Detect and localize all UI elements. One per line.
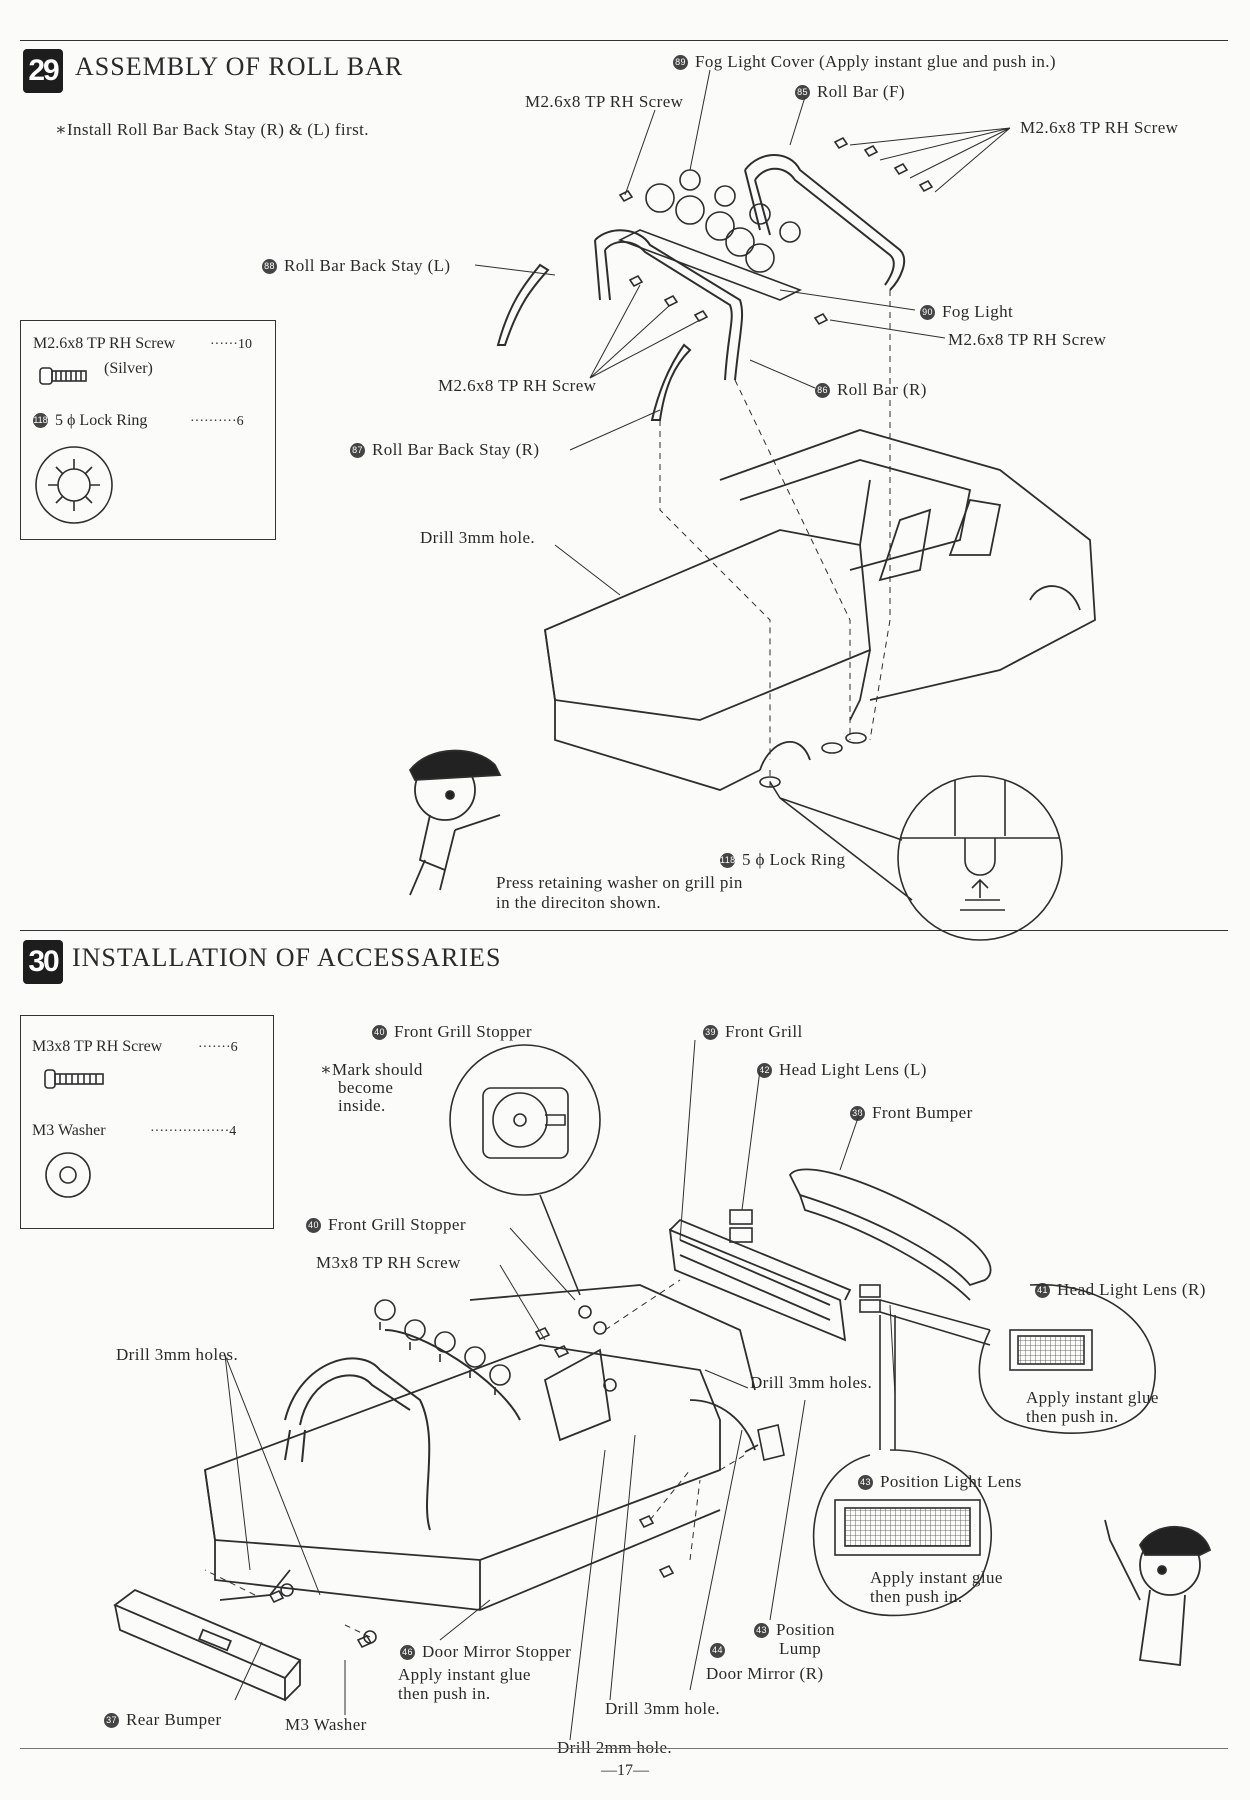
label-drill-2mm: Drill 2mm hole. bbox=[557, 1738, 673, 1757]
label-drill-3mm: Drill 3mm hole. bbox=[605, 1699, 721, 1718]
label-screw-top: M2.6x8 TP RH Screw bbox=[525, 92, 684, 111]
fog-light-installed bbox=[374, 1299, 511, 1395]
position-light-lens-detail-circle bbox=[812, 1315, 993, 1617]
section-rule bbox=[20, 930, 1228, 931]
press-instruction-line2: in the direciton shown. bbox=[496, 893, 662, 912]
parts-box-washer-qty: ·················4 bbox=[150, 1124, 237, 1139]
step-number-badge: 30 bbox=[23, 940, 63, 984]
lock-ring-icon bbox=[35, 446, 113, 524]
label-drill-holes-left: Drill 3mm holes. bbox=[116, 1345, 239, 1364]
head-light-lens-part bbox=[729, 1209, 881, 1313]
rear-bumper-part bbox=[113, 1588, 302, 1702]
label-door-mirror-num: 44 bbox=[710, 1640, 732, 1660]
screw-icon bbox=[618, 136, 934, 326]
mark-note-line3: inside. bbox=[338, 1096, 386, 1115]
label-screw-right: M2.6x8 TP RH Screw bbox=[1020, 118, 1179, 137]
leader-lines bbox=[224, 1039, 896, 1741]
label-screw-center: M2.6x8 TP RH Screw bbox=[438, 376, 597, 395]
parts-box-screw-qty: ······10 bbox=[210, 337, 252, 352]
roll-bar-installed bbox=[284, 1329, 521, 1531]
screw-icon bbox=[39, 367, 87, 385]
apply-glue-ms-line1: Apply instant glue bbox=[398, 1665, 531, 1684]
mascot-character-icon bbox=[408, 749, 502, 896]
apply-glue-r-line2: then push in. bbox=[1026, 1407, 1119, 1426]
m3-washer-icon bbox=[45, 1152, 91, 1198]
pickup-truck-body bbox=[544, 429, 1096, 791]
m3-screw-icon bbox=[44, 1069, 104, 1089]
top-rule bbox=[20, 40, 1228, 41]
roll-bar-r bbox=[594, 229, 744, 381]
label-m3-screw: M3x8 TP RH Screw bbox=[316, 1253, 461, 1272]
lock-ring-part bbox=[759, 732, 867, 788]
label-drill-hole: Drill 3mm hole. bbox=[420, 528, 536, 547]
parts-box-lockring-qty: ··········6 bbox=[190, 414, 244, 429]
parts-box bbox=[20, 1015, 274, 1229]
install-guide-lines bbox=[204, 1279, 746, 1638]
parts-box bbox=[20, 320, 276, 540]
parts-box-m3-screw-label: M3x8 TP RH Screw bbox=[32, 1038, 163, 1055]
mascot-character-icon bbox=[1104, 1519, 1212, 1667]
mark-note-line1: ∗Mark should bbox=[320, 1060, 423, 1079]
apply-glue-ms-line2: then push in. bbox=[398, 1684, 491, 1703]
apply-glue-pos-line2: then push in. bbox=[870, 1587, 963, 1606]
roll-bar-back-stay-l bbox=[496, 263, 550, 346]
mark-note-line2: become bbox=[338, 1078, 394, 1097]
front-grill-part bbox=[668, 1218, 852, 1342]
step-title: ASSEMBLY OF ROLL BAR bbox=[75, 52, 404, 81]
label-drill-holes-right: Drill 3mm holes. bbox=[750, 1373, 873, 1392]
leader-lines bbox=[474, 69, 1011, 596]
press-instruction-line1: Press retaining washer on grill pin bbox=[496, 873, 743, 892]
door-mirror-part bbox=[744, 1424, 785, 1461]
parts-box-m3-screw-qty: ·······6 bbox=[198, 1040, 238, 1055]
bottom-rule bbox=[20, 1748, 1228, 1749]
install-note: ∗Install Roll Bar Back Stay (R) & (L) fi… bbox=[55, 120, 369, 139]
head-light-lens-detail-circle bbox=[879, 1283, 1156, 1434]
page-number: —17— bbox=[601, 1762, 649, 1779]
front-bumper-part bbox=[788, 1168, 992, 1301]
label-screw-fog: M2.6x8 TP RH Screw bbox=[948, 330, 1107, 349]
screw-icon bbox=[268, 1305, 675, 1649]
parts-box-screw-sub: (Silver) bbox=[104, 360, 153, 377]
label-m3-washer: M3 Washer bbox=[285, 1715, 367, 1734]
step-number-badge: 29 bbox=[23, 49, 63, 93]
label-position-lump-line2: Lump bbox=[779, 1639, 822, 1658]
grill-stopper-detail-circle bbox=[449, 1044, 601, 1296]
apply-glue-pos-line1: Apply instant glue bbox=[870, 1568, 1003, 1587]
lock-ring-detail-circle bbox=[769, 775, 1063, 941]
roll-bar-back-stay-r bbox=[650, 343, 692, 421]
roll-bar-f bbox=[744, 154, 906, 291]
install-guide-lines bbox=[659, 290, 891, 790]
parts-box-screw-label: M2.6x8 TP RH Screw bbox=[33, 335, 176, 352]
step-title: INSTALLATION OF ACCESSARIES bbox=[72, 943, 502, 972]
label-door-mirror: Door Mirror (R) bbox=[706, 1664, 824, 1683]
parts-box-washer-label: M3 Washer bbox=[32, 1122, 106, 1139]
apply-glue-r-line1: Apply instant glue bbox=[1026, 1388, 1159, 1407]
